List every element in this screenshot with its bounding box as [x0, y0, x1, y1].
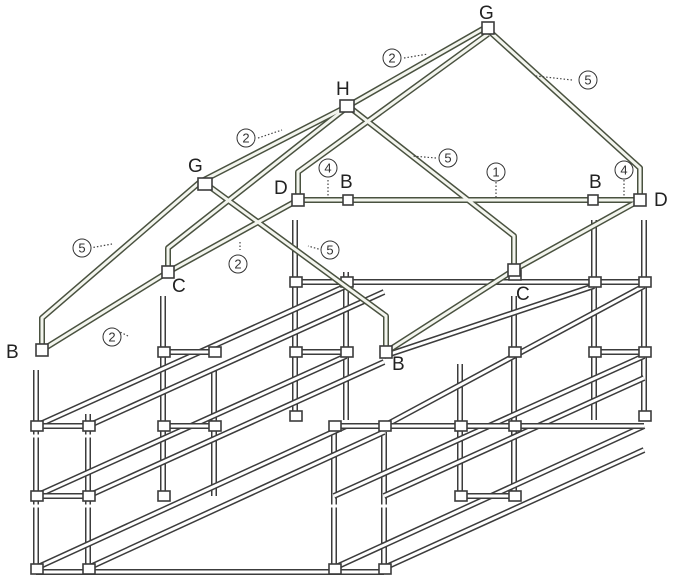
part-number-4-left: 4	[318, 158, 338, 178]
ridge-joint-g-top	[481, 21, 495, 35]
svg-text:1: 1	[492, 165, 499, 180]
part-number-5-center: 5	[438, 148, 458, 168]
part-number-5-right: 5	[578, 70, 598, 90]
eave-joint-c-left	[161, 265, 175, 279]
part-number-2-lower: 2	[102, 327, 122, 347]
lower-frame	[30, 220, 652, 575]
part-number-5-lower: 5	[320, 240, 340, 260]
svg-text:5: 5	[444, 151, 451, 166]
part-number-2-middle: 2	[228, 254, 248, 274]
eave-joint-b-upper-right	[587, 194, 599, 206]
part-number-5-left: 5	[72, 238, 92, 258]
label-b-upper-left: B	[340, 172, 353, 193]
svg-text:2: 2	[108, 330, 115, 345]
eave-joint-b-upper-left	[342, 194, 354, 206]
part-number-2-top: 2	[382, 48, 402, 68]
part-numbers: 1 2 2 2 2 4 4 5	[72, 48, 634, 347]
svg-text:2: 2	[242, 131, 249, 146]
eave-joint-d-left	[291, 193, 305, 207]
svg-text:2: 2	[388, 51, 395, 66]
eave-joint-d-right	[633, 193, 647, 207]
ridge-joint-g-left	[197, 177, 213, 191]
label-g-top: G	[479, 3, 494, 24]
ridge-joint-h	[339, 99, 355, 113]
eave-joint-b-far-left	[35, 343, 49, 357]
label-b-upper-right: B	[589, 172, 602, 193]
label-c-left: C	[172, 276, 186, 297]
svg-text:5: 5	[326, 243, 333, 258]
label-d-right: D	[654, 190, 668, 211]
part-number-4-right: 4	[614, 160, 634, 180]
svg-text:5: 5	[584, 73, 591, 88]
part-number-2-upper: 2	[236, 128, 256, 148]
label-b-far-left: B	[6, 342, 19, 363]
label-b-center: B	[392, 354, 405, 375]
part-number-1: 1	[486, 162, 506, 182]
label-g-left: G	[188, 156, 203, 177]
joints	[30, 269, 652, 575]
point-labels: G H G D D B B B B C C	[6, 3, 668, 375]
label-c-right: C	[516, 284, 530, 305]
svg-text:2: 2	[234, 257, 241, 272]
svg-text:5: 5	[78, 241, 85, 256]
label-h: H	[336, 79, 350, 100]
label-d-left: D	[274, 178, 288, 199]
svg-text:4: 4	[324, 161, 331, 176]
eave-joint-c-right	[507, 263, 521, 277]
eave-joint-b-center	[379, 345, 393, 359]
roof-frame	[35, 21, 647, 359]
svg-text:4: 4	[620, 163, 627, 178]
